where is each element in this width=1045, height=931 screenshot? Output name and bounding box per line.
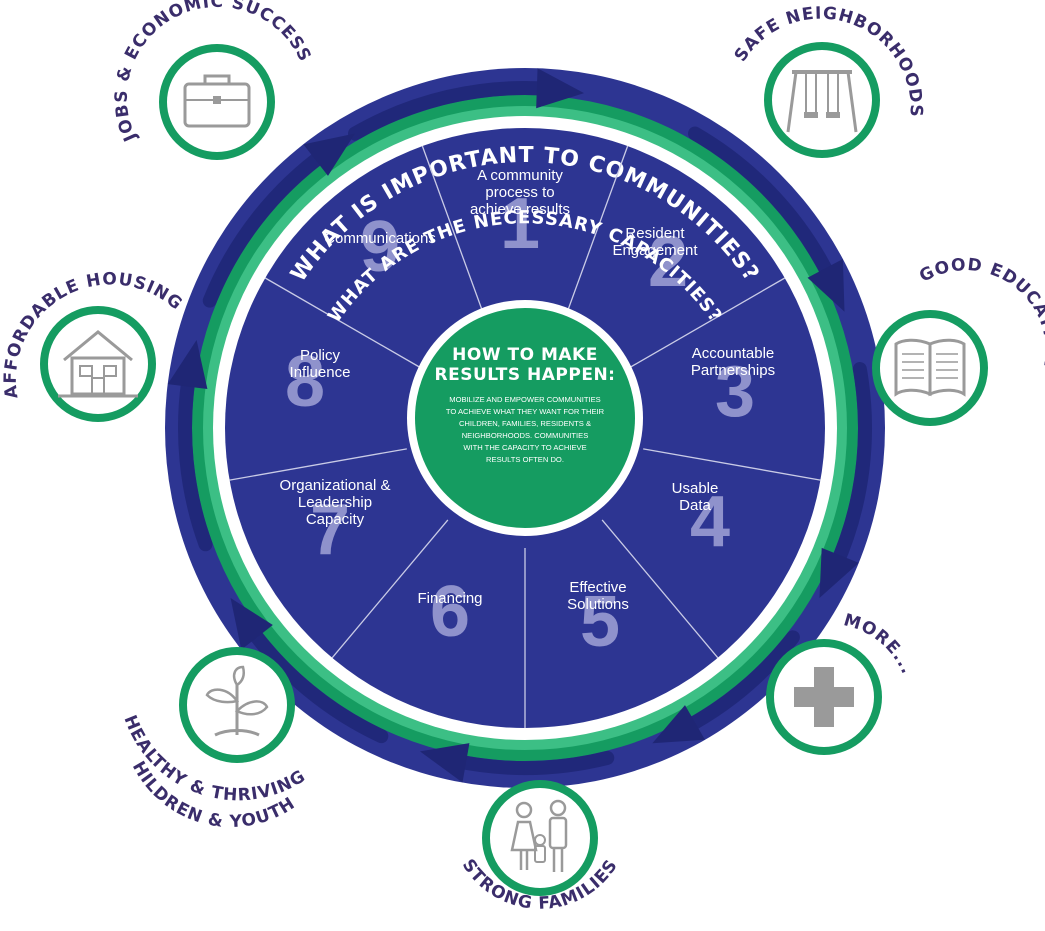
capacity-label-2: Engagement	[612, 242, 698, 259]
capacity-label-8: Policy	[300, 347, 341, 364]
capacity-label-5: Solutions	[567, 596, 629, 613]
center-green-circle	[415, 308, 635, 528]
capacity-label-1: process to	[485, 184, 554, 201]
cycle-arrow-head	[819, 547, 859, 598]
center-body-text: MOBILIZE AND EMPOWER COMMUNITIES TO ACHIE…	[446, 395, 605, 464]
family-icon	[510, 799, 568, 872]
capacity-number-7: 7	[310, 490, 350, 570]
capacity-label-6: Financing	[417, 590, 482, 607]
cycle-arrow-head	[419, 743, 470, 783]
capacity-label-7: Organizational &	[280, 477, 391, 494]
cycle-arrow	[447, 750, 615, 775]
capacity-label-8: Influence	[290, 364, 351, 381]
cycle-arrow	[828, 361, 872, 574]
capacity-number-4: 4	[690, 482, 730, 562]
house-icon	[58, 330, 138, 398]
cycle-arrow	[677, 630, 800, 736]
capacity-number-9: 9	[360, 207, 400, 287]
cycle-arrow	[242, 620, 389, 744]
capacity-label-4: Data	[679, 497, 711, 514]
cycle-arrows	[167, 68, 872, 783]
outcome-briefcase: JOBS & ECONOMIC SUCCESS	[112, 0, 314, 160]
plant-icon	[205, 665, 269, 737]
center-hub: HOW TO MAKE RESULTS HAPPEN: MOBILIZE AND…	[407, 300, 643, 536]
cycle-arrow	[202, 145, 333, 308]
briefcase-icon	[183, 74, 251, 128]
center-body-line: TO ACHIEVE WHAT THEY WANT FOR THEIR	[446, 407, 605, 416]
center-body-line: MOBILIZE AND EMPOWER COMMUNITIES	[449, 395, 600, 404]
cycle-arrow-head	[807, 258, 845, 312]
capacity-number-3: 3	[715, 352, 755, 432]
outcome-circle	[482, 780, 598, 896]
cycle-arrow	[348, 81, 556, 141]
capacity-label-9: Communications	[324, 230, 436, 247]
plus-icon	[794, 667, 854, 727]
segment-divider	[601, 519, 719, 659]
segment-divider	[331, 519, 449, 659]
segment-divider	[643, 448, 821, 481]
capacity-number-6: 6	[430, 572, 470, 652]
segment-divider	[264, 277, 422, 369]
cycle-arrow	[688, 126, 838, 286]
outcome-circle	[764, 42, 880, 158]
cycle-arrow-head	[167, 340, 208, 390]
center-title-line1: HOW TO MAKE	[452, 345, 598, 365]
center-body-line: CHILDREN, FAMILIES, RESIDENTS &	[459, 419, 591, 428]
cycle-arrow-head	[230, 598, 273, 650]
cycle-arrow-head	[536, 68, 585, 109]
segment-divider	[565, 145, 629, 316]
outcome-family: STRONG FAMILIES	[458, 780, 621, 914]
outcome-book: GOOD EDUCATION	[872, 255, 1045, 426]
center-body-line: WITH THE CAPACITY TO ACHIEVE	[463, 443, 586, 452]
segment-divider	[229, 448, 407, 481]
capacity-label-5: Effective	[569, 579, 626, 596]
cycle-arrow-head	[303, 133, 355, 176]
capacity-label-4: Usable	[672, 480, 719, 497]
cycle-arrow-head	[652, 705, 705, 744]
segment-divider	[421, 145, 485, 316]
book-icon	[894, 338, 966, 397]
outcome-house: AFFORDABLE HOUSING	[1, 269, 185, 422]
capacity-number-8: 8	[285, 342, 325, 422]
capacity-label-1: A community	[477, 167, 563, 184]
segment-divider	[628, 277, 786, 369]
capacity-label-3: Accountable	[692, 345, 775, 362]
center-body-line: RESULTS OFTEN DO.	[486, 455, 564, 464]
capacity-number-2: 2	[648, 222, 688, 302]
capacity-label-3: Partnerships	[691, 362, 775, 379]
capacity-label-7: Leadership	[298, 494, 372, 511]
capacity-label-1: achieve results	[470, 201, 570, 218]
outcome-swing: SAFE NEIGHBORHOODS	[731, 3, 925, 158]
capacity-number-5: 5	[580, 582, 620, 662]
center-title-line2: RESULTS HAPPEN:	[435, 365, 616, 385]
cycle-arrow	[178, 367, 213, 552]
capacity-number-1: 1	[500, 184, 540, 264]
outcome-circle	[40, 306, 156, 422]
capacity-label-7: Capacity	[306, 511, 365, 528]
center-body-line: NEIGHBORHOODS. COMMUNITIES	[462, 431, 589, 440]
swing-icon	[786, 70, 858, 133]
capacity-label-2: Resident	[625, 225, 685, 242]
